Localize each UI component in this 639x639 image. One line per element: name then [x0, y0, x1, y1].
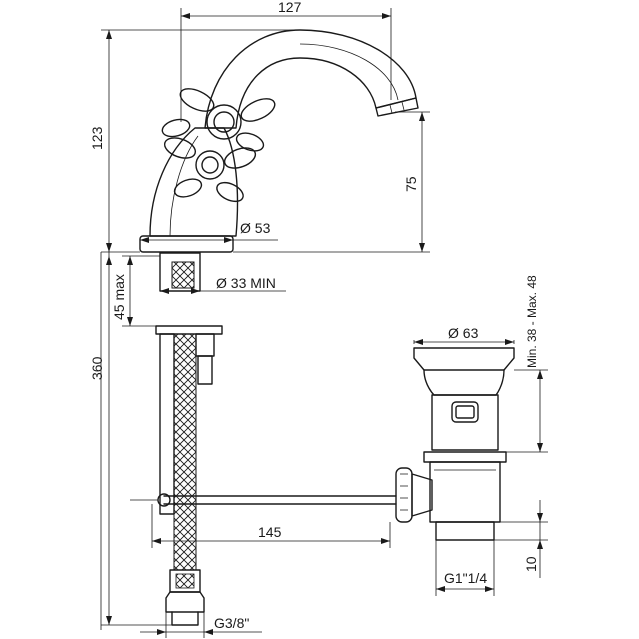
- pop-up-waste: [395, 347, 515, 541]
- dim-waste-tail: [494, 500, 548, 578]
- base-diameter-label: Ø 53: [240, 220, 271, 236]
- shank-and-hose: [155, 252, 223, 626]
- hose-thread-label: G3/8": [214, 615, 249, 631]
- faucet-body: [139, 29, 419, 253]
- dim-rod-length: [151, 504, 391, 548]
- hose-length-label: 360: [89, 356, 105, 380]
- rod-length-label: 145: [258, 524, 282, 540]
- waste-diameter-label: Ø 63: [448, 325, 479, 341]
- hole-diameter-label: Ø 33 MIN: [216, 275, 276, 291]
- pop-up-rod: [130, 493, 397, 507]
- dim-base-diameter: [140, 237, 278, 243]
- dim-overall-height: [101, 29, 296, 253]
- dim-spout-height: [233, 111, 430, 253]
- overall-height-label: 123: [89, 126, 105, 150]
- cross-handle-lower: [163, 137, 257, 203]
- waste-thread-label: G1"1/4: [444, 570, 487, 586]
- dim-spout-reach: [180, 8, 392, 122]
- dim-hose-length: [100, 252, 172, 630]
- dim-waste-diameter: [413, 339, 515, 345]
- dim-waste-thread: [435, 540, 495, 596]
- spout-height-label: 75: [403, 176, 419, 192]
- dim-hole-diameter: [160, 288, 286, 294]
- cross-handle-upper: [161, 88, 276, 152]
- dim-hose-thread: [140, 612, 262, 638]
- waste-range-label: Min. 38 - Max. 48: [525, 275, 539, 368]
- deck-thickness-label: 45 max: [111, 274, 127, 320]
- dim-waste-range: [506, 369, 548, 453]
- dim-deck-thickness: [122, 255, 160, 327]
- spout-reach-label: 127: [278, 0, 302, 15]
- waste-tail-label: 10: [523, 556, 539, 572]
